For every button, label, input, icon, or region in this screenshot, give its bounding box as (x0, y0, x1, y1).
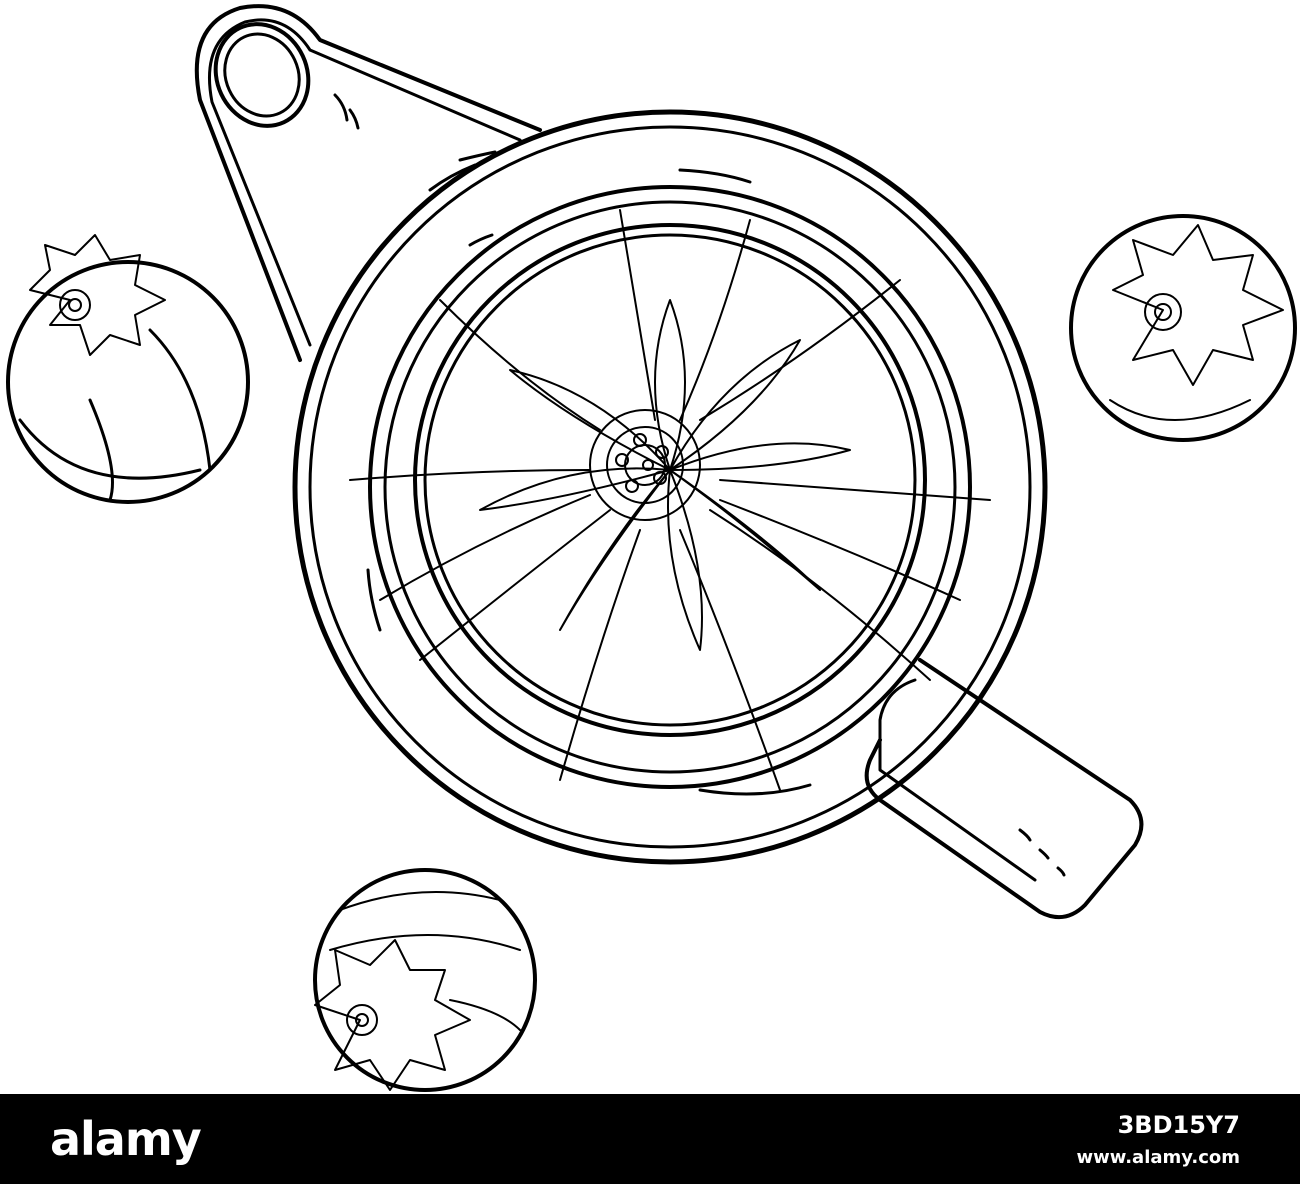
tea-ball-left (6, 234, 250, 504)
image-meta: 3BD15Y7 www.alamy.com (1076, 1111, 1240, 1168)
site-url: www.alamy.com (1076, 1146, 1240, 1168)
teapot-body (292, 109, 1048, 865)
stock-photo-footer: alamy 3BD15Y7 www.alamy.com (0, 1094, 1300, 1184)
tea-ball-bottom (313, 868, 537, 1092)
illustration-canvas (6, 4, 1297, 1092)
tea-ball-right (1069, 214, 1297, 442)
image-id: 3BD15Y7 (1117, 1110, 1240, 1139)
illustration (6, 4, 1297, 1092)
teapot-spout (194, 4, 542, 362)
brand-logo: alamy (50, 1112, 202, 1166)
teapot-handle (864, 658, 1144, 920)
blooming-flower (349, 209, 991, 791)
